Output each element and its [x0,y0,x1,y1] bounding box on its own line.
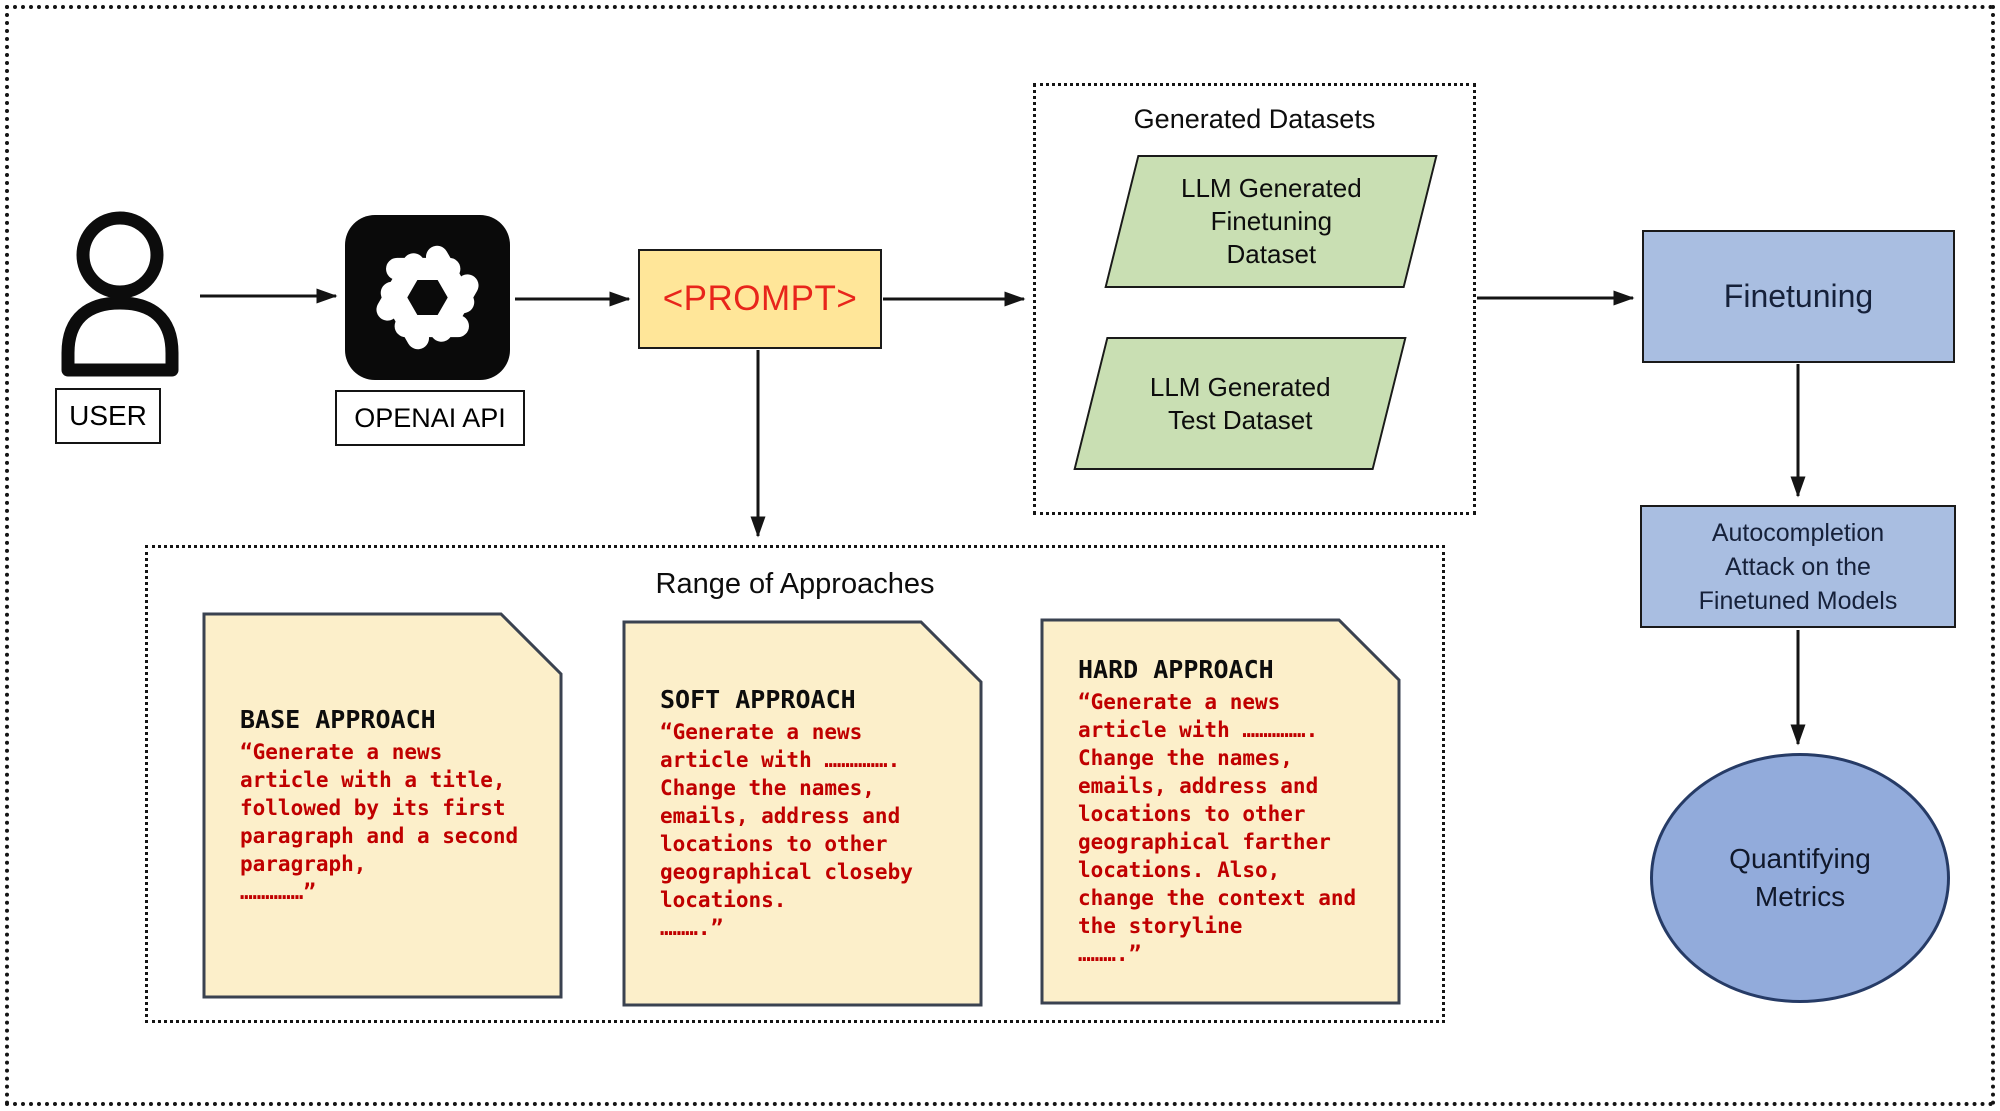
finetuning-dataset-shape: LLM Generated Finetuning Dataset [1104,155,1438,288]
openai-logo-icon [345,215,510,380]
quantifying-metrics-label: Quantifying Metrics [1729,843,1871,912]
soft-approach-card: SOFT APPROACH “Generate a news article w… [622,620,983,1007]
finetuning-label: Finetuning [1723,278,1874,314]
note-card-shape [622,620,983,1007]
prompt-box: <PROMPT> [638,249,882,349]
generated-datasets-container: Generated Datasets [1033,83,1476,515]
range-of-approaches-container: Range of Approaches [145,545,1445,1023]
openai-api-label: OPENAI API [335,390,525,446]
base-approach-card: BASE APPROACH “Generate a news article w… [202,612,563,999]
test-dataset-label: LLM Generated Test Dataset [1149,371,1331,435]
prompt-label: <PROMPT> [662,279,858,318]
hard-approach-heading: HARD APPROACH [1078,655,1274,684]
soft-approach-heading: SOFT APPROACH [660,685,856,714]
test-dataset-shape: LLM Generated Test Dataset [1073,337,1407,470]
generated-datasets-title: Generated Datasets [1133,104,1376,134]
user-label-text: USER [69,400,147,431]
finetuning-box: Finetuning [1642,230,1955,363]
openai-api-label-text: OPENAI API [354,402,506,433]
user-person-icon [58,205,182,377]
autocompletion-attack-label: Autocompletion Attack on the Finetuned M… [1698,518,1898,615]
user-label: USER [55,388,161,444]
hard-approach-prompt-text: “Generate a news article with ……………. Cha… [1078,690,1357,966]
note-card-shape [1040,618,1401,1005]
quantifying-metrics-ellipse: Quantifying Metrics [1650,753,1950,1003]
base-approach-heading: BASE APPROACH [240,705,436,734]
diagram-outer-border [5,5,1995,1106]
range-of-approaches-title: Range of Approaches [655,568,935,600]
hard-approach-card: HARD APPROACH “Generate a news article w… [1040,618,1401,1005]
note-card-shape [202,612,563,999]
finetuning-dataset-label: LLM Generated Finetuning Dataset [1180,173,1362,269]
base-approach-prompt-text: “Generate a news article with a title, f… [240,740,519,904]
soft-approach-prompt-text: “Generate a news article with ……………. Cha… [660,720,913,940]
autocompletion-attack-box: Autocompletion Attack on the Finetuned M… [1640,505,1956,628]
